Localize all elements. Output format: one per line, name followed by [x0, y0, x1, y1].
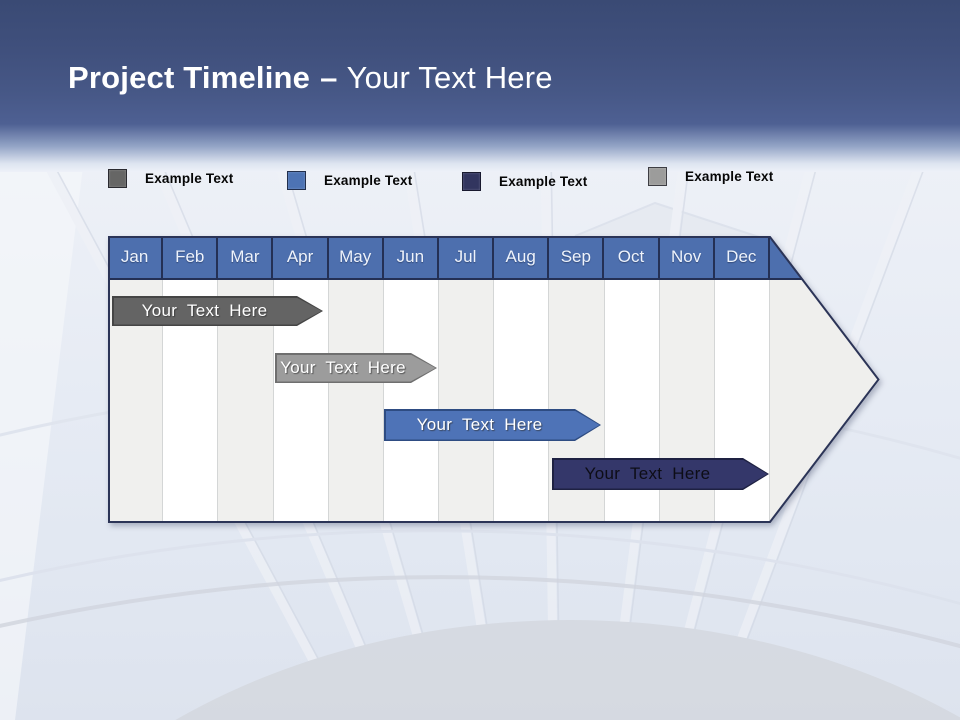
month-header-dec: Dec — [715, 236, 770, 278]
column-jul — [439, 280, 495, 523]
timeline-bar-2-label: Your Text Here — [280, 358, 406, 377]
legend-swatch-4 — [648, 167, 667, 186]
legend-swatch-1 — [108, 169, 127, 188]
timeline-chart: Jan Feb Mar Apr May Jun Jul Aug Sep Oct … — [108, 236, 880, 523]
timeline-bar-4-label: Your Text Here — [584, 464, 711, 483]
legend-item-1[interactable]: Example Text — [108, 169, 233, 188]
slide-title-subtitle: Your Text Here — [346, 60, 553, 95]
month-header-mar: Mar — [218, 236, 274, 278]
legend-item-3[interactable]: Example Text — [462, 172, 587, 191]
timeline-bar-1[interactable]: Your Text Here — [112, 296, 323, 326]
month-header-jun: Jun — [384, 236, 439, 278]
month-header-apr: Apr — [273, 236, 329, 278]
month-header-jul: Jul — [439, 236, 495, 278]
title-band — [0, 0, 960, 172]
timeline-bar-1-label: Your Text Here — [141, 301, 268, 320]
month-header-oct: Oct — [604, 236, 660, 278]
month-header-nov: Nov — [660, 236, 715, 278]
legend-item-2[interactable]: Example Text — [287, 171, 412, 190]
legend-swatch-2 — [287, 171, 306, 190]
column-jun — [383, 280, 440, 523]
legend-swatch-3 — [462, 172, 481, 191]
month-header-row: Jan Feb Mar Apr May Jun Jul Aug Sep Oct … — [108, 236, 880, 280]
month-header-aug: Aug — [494, 236, 550, 278]
column-may — [328, 280, 384, 523]
month-header-jan: Jan — [108, 236, 164, 278]
month-header-may: May — [329, 236, 384, 278]
legend-label-1: Example Text — [145, 171, 234, 186]
slide-title-bold: Project Timeline — [68, 60, 311, 95]
column-aug — [494, 280, 550, 523]
timeline-bar-3[interactable]: Your Text Here — [384, 409, 601, 441]
legend-label-3: Example Text — [499, 174, 588, 189]
timeline-bar-4[interactable]: Your Text Here — [552, 458, 769, 490]
timeline-arrow-shape: Jan Feb Mar Apr May Jun Jul Aug Sep Oct … — [108, 236, 880, 523]
month-header-feb: Feb — [163, 236, 219, 278]
legend-label-2: Example Text — [324, 173, 413, 188]
slide-title[interactable]: Project Timeline–Your Text Here — [68, 60, 553, 96]
slide-title-dash: – — [320, 60, 338, 95]
month-header-sep: Sep — [549, 236, 605, 278]
timeline-bar-2[interactable]: Your Text Here — [275, 353, 437, 383]
legend-label-4: Example Text — [685, 169, 774, 184]
legend-item-4[interactable]: Example Text — [648, 167, 773, 186]
timeline-bar-3-label: Your Text Here — [416, 415, 543, 434]
